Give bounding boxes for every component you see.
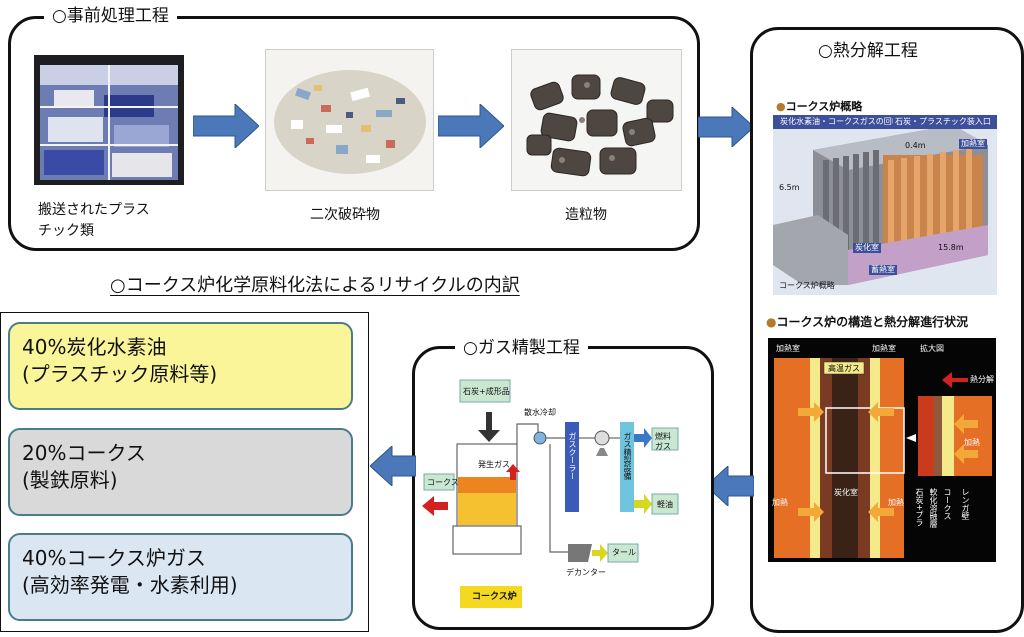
- regenerator-label: 蓄熱室: [869, 265, 897, 275]
- gas-refining-diagram: 石炭+成形品 散水冷却 発生ガス コークス ガスクーラー ガス精製設備 燃料ガス…: [420, 372, 690, 617]
- enlarged-label: 拡大図: [920, 344, 944, 353]
- carbon-room-label: 炭化室: [834, 488, 858, 497]
- tar-label: タール: [612, 548, 636, 557]
- right-arrow-icon: [193, 104, 259, 148]
- granules-caption: 造粒物: [565, 207, 607, 223]
- result-coke: 20%コークス (製鉄原料): [8, 428, 353, 516]
- fuel-gas-label: 燃料ガス: [655, 432, 671, 451]
- heat-right-label: 加熱室: [872, 344, 896, 353]
- generated-gas-label: 発生ガス: [478, 460, 510, 469]
- results-panel: [0, 312, 369, 632]
- bullet-icon: ●: [766, 315, 777, 329]
- gas-cooler-label: ガスクーラー: [568, 432, 577, 480]
- heat-left-label: 加熱室: [776, 344, 800, 353]
- input-label: 石炭+成形品: [463, 387, 510, 396]
- crushed-plastics-photo: [265, 49, 434, 191]
- coke-oven-structure-label: ●コークス炉の構造と熱分解進行状況: [766, 313, 968, 330]
- pretreatment-title: ○事前処理工程: [44, 5, 177, 27]
- coke-oven-structure-figure: 加熱室 加熱室 高温ガス 拡大図 熱分解 加熱 加熱 加熱 炭化室 石炭+プラ …: [768, 338, 996, 562]
- result-line2: (製鉄原料): [22, 468, 118, 492]
- coke-oven-overview-label: ●コークス炉概略: [776, 98, 862, 114]
- result-hydrocarbon-oil: 40%炭化水素油 (プラスチック原料等): [8, 322, 353, 410]
- heat-side2-label: 加熱: [772, 498, 788, 507]
- heat-side3-label: 加熱: [888, 498, 904, 507]
- baled-plastics-caption: 搬送されたプラス チック類: [38, 200, 150, 242]
- label-text: コークス炉概略: [785, 100, 863, 113]
- coke-oven-overview-figure: 炭化水素油・コークスガスの回収装置 石炭・プラスチック装入口 加熱室 0.4m …: [773, 115, 997, 295]
- result-line1: 20%コークス: [22, 441, 146, 465]
- inlet-label: 石炭・プラスチック装入口: [893, 117, 993, 127]
- width-label: 0.4m: [905, 141, 926, 150]
- crushed-caption: 二次破砕物: [310, 207, 380, 223]
- right-arrow-icon: [698, 107, 754, 147]
- coke-output-label: コークス: [427, 478, 459, 487]
- carbon-room-label: 炭化室: [853, 243, 881, 253]
- pyrolysis-flow-label: 熱分解: [970, 375, 994, 384]
- caption-line: チック類: [38, 223, 94, 239]
- baled-plastics-photo: [34, 55, 184, 185]
- softened-layer-label: 軟化溶融層: [929, 488, 938, 528]
- label-text: コークス炉の構造と熱分解進行状況: [776, 315, 969, 329]
- gas-refining-title: ○ガス精製工程: [455, 337, 588, 359]
- right-arrow-icon: [438, 104, 504, 148]
- overview-caption: コークス炉概略: [779, 281, 835, 290]
- result-coke-oven-gas: 40%コークス炉ガス (高効率発電・水素利用): [8, 533, 353, 621]
- charge-label: 炭化水素油・コークスガスの回収装置: [778, 117, 918, 127]
- coke-layer-label: コークス: [943, 488, 952, 520]
- result-line1: 40%コークス炉ガス: [22, 546, 206, 570]
- gas-refine-label: ガス精製設備: [623, 432, 632, 480]
- left-arrow-icon: [370, 446, 416, 486]
- result-line2: (プラスチック原料等): [22, 362, 218, 386]
- height-label: 6.5m: [779, 183, 800, 192]
- granules-photo: [511, 49, 682, 191]
- result-line2: (高効率発電・水素利用): [22, 573, 238, 597]
- decanter-label: デカンター: [566, 568, 606, 577]
- pyrolysis-title: ○熱分解工程: [810, 40, 926, 62]
- caption-line: 搬送されたプラス: [38, 202, 150, 218]
- hot-gas-label: 高温ガス: [828, 364, 860, 373]
- light-oil-label: 軽油: [657, 500, 673, 509]
- coal-plastic-label: 石炭+プラ: [915, 488, 924, 527]
- bullet-icon: ●: [776, 100, 786, 113]
- brick-wall-label: レンガ壁: [961, 488, 970, 520]
- length-label: 15.8m: [938, 243, 964, 252]
- heat-chamber-label: 加熱室: [959, 139, 987, 149]
- coke-oven-label: コークス炉: [472, 592, 517, 602]
- water-cooler-label: 散水冷却: [524, 408, 556, 417]
- left-arrow-icon: [706, 466, 754, 506]
- result-line1: 40%炭化水素油: [22, 335, 167, 359]
- recycling-breakdown-heading: ○コークス炉化学原料化法によるリサイクルの内訳: [110, 275, 520, 296]
- heat-side1-label: 加熱: [964, 438, 980, 447]
